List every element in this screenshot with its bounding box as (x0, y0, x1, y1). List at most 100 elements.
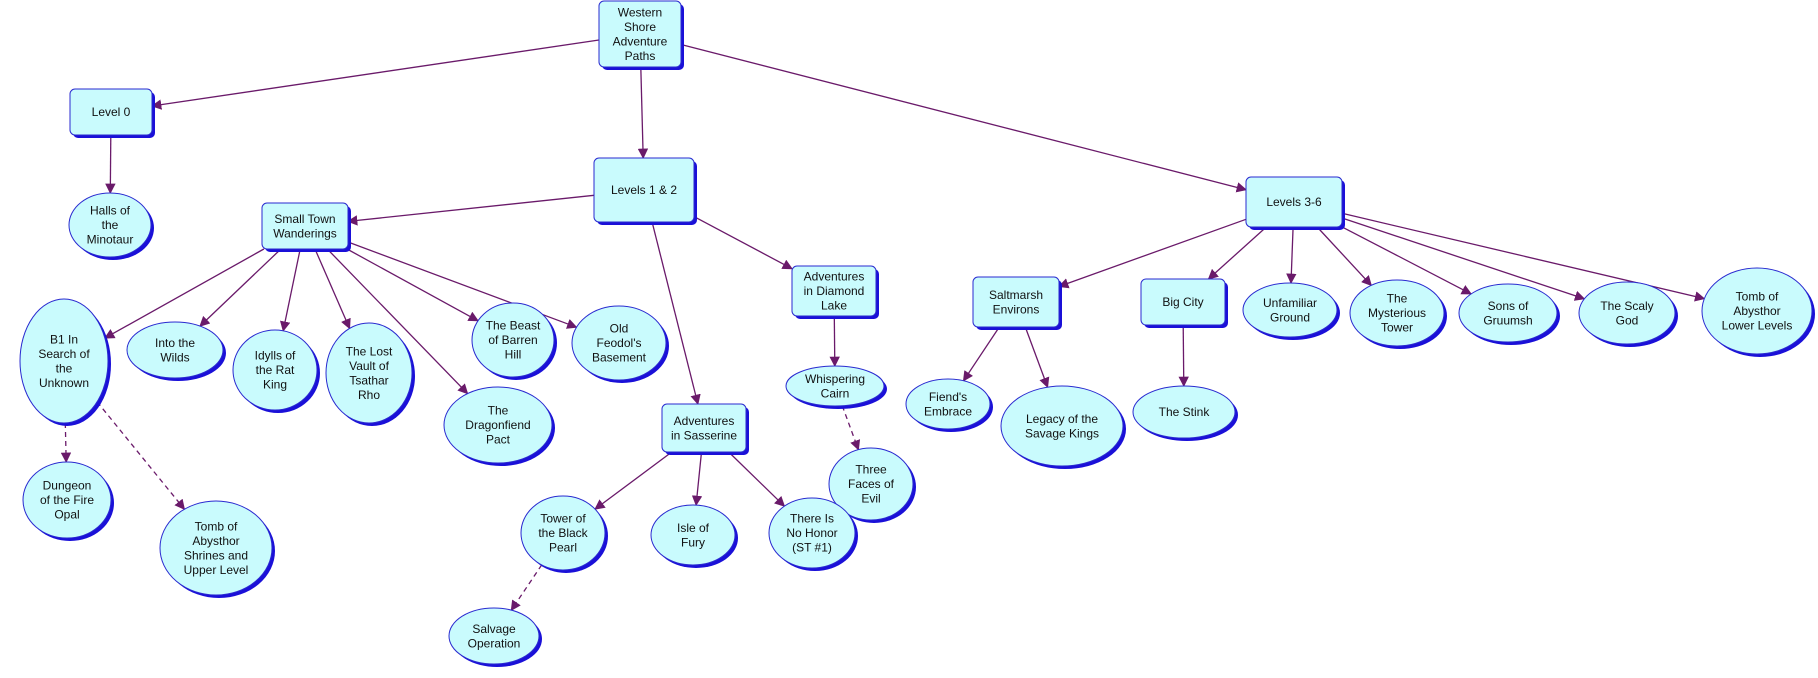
edge-smalltown-to-b1 (103, 248, 265, 339)
node-shape (593, 157, 695, 223)
node-label-line: Faces of (848, 477, 895, 491)
node-label-line: Saltmarsh (989, 288, 1043, 302)
node-label-line: Level 0 (92, 105, 131, 119)
node-label-line: Feodol's (597, 336, 642, 350)
node-label-line: Opal (54, 508, 79, 522)
node-shape (19, 298, 109, 424)
edge-level0-to-halls (105, 134, 116, 195)
node-label-line: Tomb of (1736, 290, 1779, 304)
node-label-line: Levels 1 & 2 (611, 183, 677, 197)
node-label-line: The (1387, 292, 1408, 306)
node-label-line: in Diamond (804, 284, 865, 298)
node-label-line: Abysthor (192, 534, 239, 548)
node-label-line: Upper Level (184, 563, 249, 577)
edge-levels36-to-gruumsh (1341, 226, 1473, 295)
node-label-line: the (102, 218, 119, 232)
edges-layer (60, 39, 1706, 612)
node-label-line: Salvage (472, 622, 516, 636)
node-label-line: Three (855, 463, 887, 477)
edge-levels12-to-diamond (693, 216, 793, 270)
node-label-line: Dragonfiend (465, 418, 530, 432)
node-shape (261, 202, 349, 250)
node-label-line: Hill (505, 348, 522, 362)
node-label-line: Into the (155, 336, 195, 350)
node-shape (1578, 281, 1676, 345)
node-shape (828, 447, 914, 521)
node-label-line: Search of (38, 347, 90, 361)
node-label-line: Cairn (821, 386, 850, 400)
node-levels36: Levels 3-6 (1245, 176, 1345, 230)
node-shape (1245, 176, 1343, 228)
node-shape (1349, 279, 1445, 347)
edge-western-to-level0 (150, 39, 600, 110)
node-label-line: Operation (468, 636, 521, 650)
node-label-line: Shore (624, 20, 656, 34)
node-label-line: Isle of (677, 521, 710, 535)
node-shape (325, 322, 413, 424)
node-label-line: Vault of (349, 359, 389, 373)
node-shape (1458, 283, 1558, 343)
node-shape (520, 495, 606, 571)
node-label-line: Abysthor (1733, 304, 1780, 318)
edge-smalltown-to-lostvault (314, 248, 351, 330)
node-label-line: Fury (681, 535, 705, 549)
node-label-line: the Black (538, 526, 588, 540)
edge-levels12-to-sasserine (651, 221, 701, 406)
node-label-line: of Barren (488, 333, 537, 347)
node-label-line: Dungeon (43, 479, 92, 493)
node-shape (972, 276, 1060, 328)
edge-saltmarsh-to-fiend (962, 326, 1000, 382)
node-label-line: Shrines and (184, 548, 248, 562)
node-shape (598, 0, 682, 68)
node-label-line: The Scaly (1600, 299, 1653, 313)
node-shape (661, 403, 747, 453)
edge-whispering-to-threefaces (841, 405, 861, 451)
node-label-line: (ST #1) (792, 541, 832, 555)
node-label-line: Evil (861, 492, 880, 506)
node-label: Levels 1 & 2 (611, 183, 677, 197)
edge-sasserine-to-isle (691, 451, 703, 507)
node-shape (22, 461, 112, 539)
node-label-line: Savage Kings (1025, 426, 1099, 440)
node-label-line: The Stink (1159, 405, 1211, 419)
node-label-line: The Lost (346, 344, 393, 358)
node-shape (443, 386, 553, 464)
node-label-line: the (56, 361, 73, 375)
node-label-line: Small Town (274, 212, 335, 226)
edge-b1-to-dungeonfire (60, 422, 72, 464)
node-label: Levels 3-6 (1266, 195, 1322, 209)
node-shape (1132, 385, 1236, 439)
node-label-line: Sons of (1488, 299, 1529, 313)
node-shape (1242, 282, 1338, 338)
edge-smalltown-to-wilds (199, 248, 282, 327)
node-label-line: Unknown (39, 376, 89, 390)
edge-diamond-to-whispering (829, 315, 840, 368)
node-label-line: Fiend's (929, 390, 967, 404)
edge-smalltown-to-beast (346, 248, 479, 322)
node-shape (232, 329, 318, 411)
node-label-line: Basement (592, 351, 647, 365)
node-label-line: Embrace (924, 404, 972, 418)
node-label-line: Gruumsh (1483, 313, 1532, 327)
node-bigcity: Big City (1140, 278, 1228, 328)
